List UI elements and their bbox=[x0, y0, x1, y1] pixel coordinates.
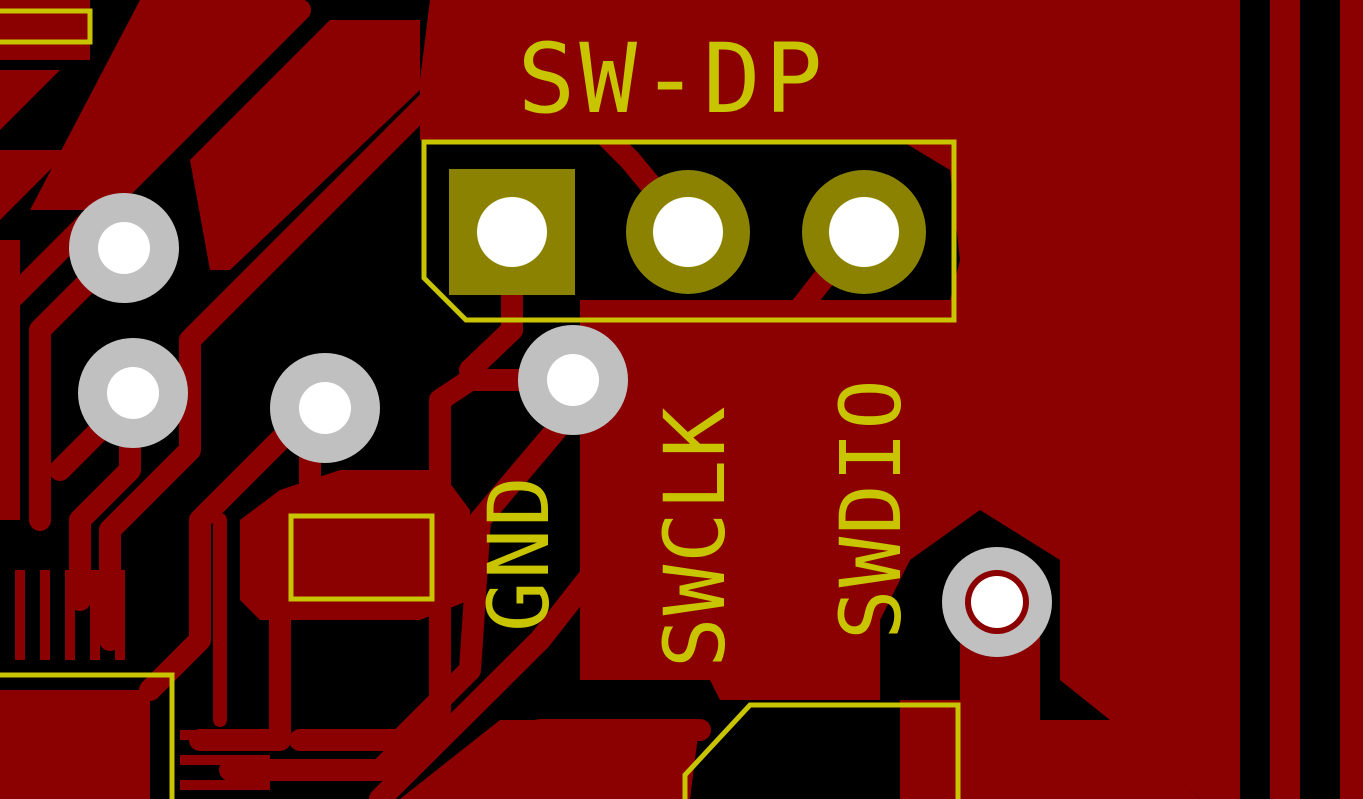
copper-pour-left bbox=[0, 0, 470, 799]
pin-label-gnd: GND bbox=[470, 474, 568, 632]
via-icon bbox=[270, 353, 380, 463]
component-outline bbox=[682, 702, 961, 799]
via-icon bbox=[69, 193, 179, 303]
ic-pins-left bbox=[15, 570, 125, 660]
via-icon bbox=[942, 547, 1052, 657]
component-outline bbox=[0, 672, 175, 799]
ic-pins-bottom bbox=[180, 730, 270, 790]
through-hole-pad-icon bbox=[626, 170, 750, 294]
component-outline bbox=[0, 8, 93, 45]
via-icon bbox=[78, 338, 188, 448]
header-outline bbox=[421, 139, 957, 323]
through-hole-pad-icon bbox=[802, 170, 926, 294]
smd-component-outline bbox=[288, 513, 435, 602]
via-icon bbox=[518, 325, 628, 435]
header-title: SW-DP bbox=[518, 23, 827, 135]
through-hole-pad-icon bbox=[449, 169, 575, 295]
pin-label-swclk: SWCLK bbox=[646, 405, 744, 668]
copper-pour-right bbox=[400, 0, 1363, 799]
pin-label-swdio: SWDIO bbox=[822, 377, 920, 640]
